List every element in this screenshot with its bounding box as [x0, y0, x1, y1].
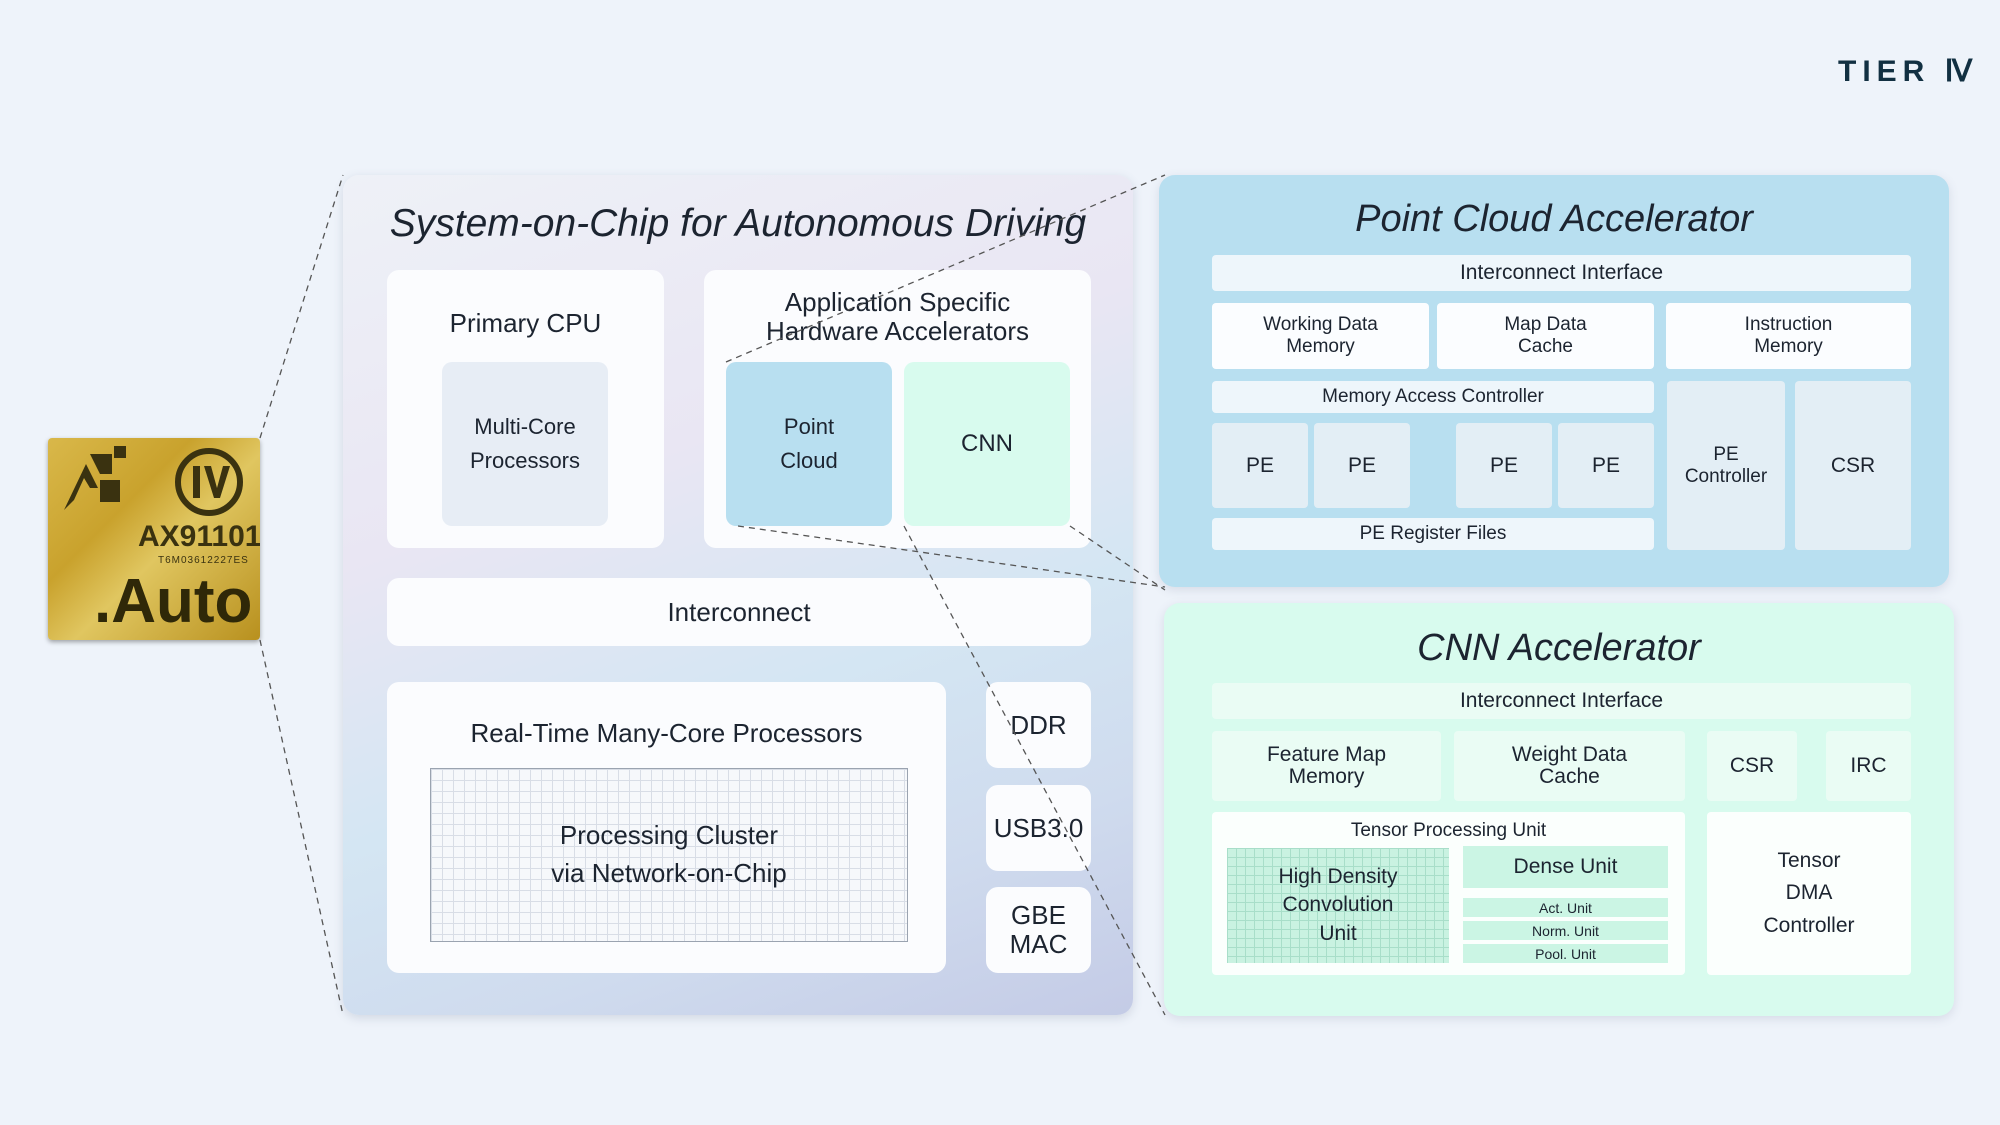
cluster-line2: via Network-on-Chip: [551, 858, 787, 888]
usb-block: USB3.0: [986, 785, 1091, 871]
map-data-cache: Map Data Cache: [1437, 303, 1654, 369]
mdc-line1: Map Data: [1504, 314, 1587, 336]
tensor-dma-controller: Tensor DMA Controller: [1707, 812, 1911, 975]
mdc-line2: Cache: [1518, 336, 1573, 357]
pe-controller-line2: Controller: [1684, 465, 1768, 487]
pe-block-1: PE: [1212, 423, 1308, 508]
pc-csr: CSR: [1795, 381, 1911, 550]
asha-label-line2: Hardware Accelerators: [766, 315, 1029, 346]
instruction-memory: Instruction Memory: [1666, 303, 1911, 369]
point-cloud-line1: Point: [783, 413, 835, 439]
im-line2: Memory: [1754, 336, 1823, 357]
pe-block-4: PE: [1558, 423, 1654, 508]
multi-core-line2: Processors: [469, 448, 581, 473]
working-data-memory: Working Data Memory: [1212, 303, 1429, 369]
high-density-convolution-unit: High Density Convolution Unit: [1227, 848, 1449, 963]
feature-map-memory: Feature Map Memory: [1212, 731, 1441, 801]
pe-block-2: PE: [1314, 423, 1410, 508]
cnn-interconnect-interface: Interconnect Interface: [1212, 683, 1911, 719]
chip-model-text: AX91101: [138, 520, 260, 553]
point-cloud-accelerator-title: Point Cloud Accelerator: [1355, 198, 1753, 240]
iv-logo-icon: [175, 448, 243, 516]
asha-label-line1: Application Specific: [784, 287, 1011, 317]
point-cloud-block: Point Cloud: [726, 362, 892, 526]
fmm-line2: Memory: [1288, 765, 1365, 788]
hdc-line1: High Density: [1278, 864, 1398, 888]
fmm-line1: Feature Map: [1266, 742, 1387, 766]
pe-block-3: PE: [1456, 423, 1552, 508]
hdc-line2: Convolution: [1282, 893, 1394, 917]
hdc-line3: Unit: [1319, 921, 1357, 945]
cluster-line1: Processing Cluster: [559, 820, 779, 851]
interconnect-bar: Interconnect: [387, 578, 1091, 646]
leader-chip-bottom: [259, 639, 344, 1016]
dense-unit: Dense Unit: [1463, 846, 1668, 888]
processing-cluster-grid: Processing Cluster via Network-on-Chip: [430, 768, 908, 942]
norm-unit: Norm. Unit: [1463, 921, 1668, 940]
dma-line1: Tensor: [1777, 848, 1841, 872]
multi-core-line1: Multi-Core: [474, 413, 576, 439]
weight-data-cache: Weight Data Cache: [1454, 731, 1685, 801]
soc-title: System-on-Chip for Autonomous Driving: [389, 202, 1087, 245]
cnn-accelerator-title: CNN Accelerator: [1417, 627, 1701, 669]
asha-label: Application Specific Hardware Accelerato…: [704, 288, 1091, 345]
dma-line2: DMA: [1785, 881, 1833, 905]
wdc-line1: Weight Data: [1511, 742, 1628, 766]
wdm-line1: Working Data: [1263, 314, 1378, 336]
gbe-label: GBE: [1011, 900, 1066, 931]
dma-line3: Controller: [1763, 913, 1855, 937]
pe-controller: PE Controller: [1667, 381, 1785, 550]
ai-logo-icon: [64, 446, 126, 510]
im-line1: Instruction: [1744, 314, 1833, 336]
memory-access-controller: Memory Access Controller: [1212, 381, 1654, 413]
chip-image: AX91101 T6M03612227ES .Auto: [48, 438, 260, 640]
pc-interconnect-interface: Interconnect Interface: [1212, 255, 1911, 291]
chip-serial-text: T6M03612227ES: [158, 555, 249, 566]
gbe-mac-block: GBE MAC: [986, 887, 1091, 973]
mac-label: MAC: [1009, 929, 1068, 959]
cnn-block: CNN: [904, 362, 1070, 526]
pool-unit: Pool. Unit: [1463, 944, 1668, 963]
pe-controller-line1: PE: [1713, 443, 1739, 465]
leader-chip-top: [259, 174, 344, 439]
pe-register-files: PE Register Files: [1212, 518, 1654, 550]
tier-iv-logo: TIER Ⅳ: [1838, 55, 1979, 88]
wdm-line2: Memory: [1286, 336, 1355, 357]
primary-cpu-label: Primary CPU: [449, 308, 602, 338]
tensor-processing-unit-label: Tensor Processing Unit: [1350, 820, 1547, 841]
wdc-line2: Cache: [1539, 765, 1600, 788]
point-cloud-line2: Cloud: [780, 448, 838, 473]
realtime-label: Real-Time Many-Core Processors: [470, 718, 863, 748]
ddr-block: DDR: [986, 682, 1091, 768]
chip-brand-text: .Auto: [94, 567, 253, 636]
act-unit: Act. Unit: [1463, 898, 1668, 917]
cnn-csr: CSR: [1707, 731, 1797, 801]
cnn-irc: IRC: [1826, 731, 1911, 801]
multi-core-processors-box: Multi-Core Processors: [442, 362, 608, 526]
